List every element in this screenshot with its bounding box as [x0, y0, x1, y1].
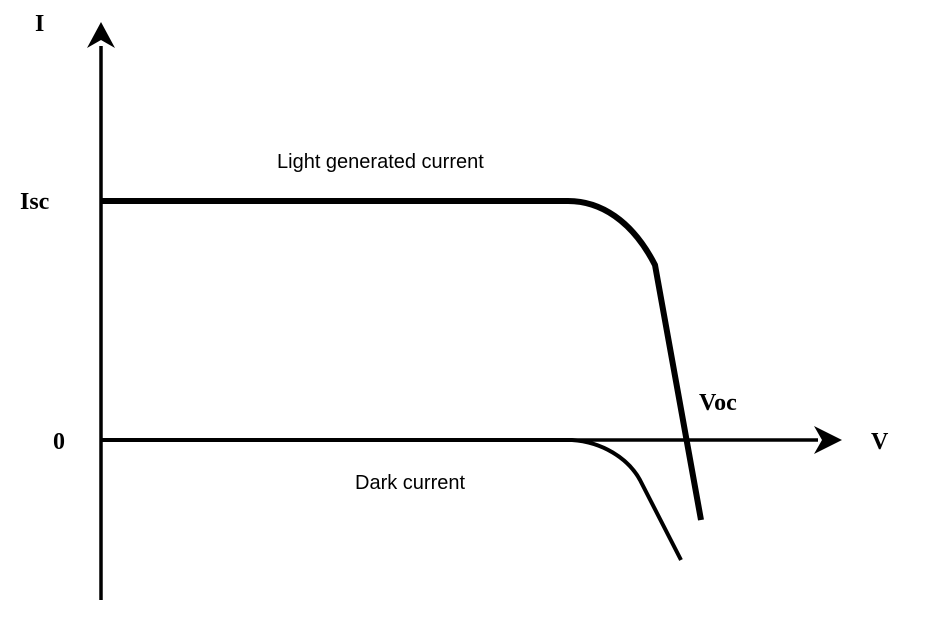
zero-label: 0: [53, 429, 65, 455]
x-axis-arrowhead: [814, 426, 842, 454]
light-curve-label: Light generated current: [277, 151, 484, 173]
voc-label: Voc: [699, 390, 737, 416]
x-axis-label: V: [871, 429, 889, 455]
y-axis-arrowhead: [87, 22, 115, 48]
dark-current-curve: [101, 438, 683, 561]
dark-curve-label: Dark current: [355, 472, 465, 494]
isc-label: Isc: [20, 189, 50, 215]
y-axis-label: I: [35, 11, 44, 37]
light-generated-current-curve: [101, 198, 704, 521]
